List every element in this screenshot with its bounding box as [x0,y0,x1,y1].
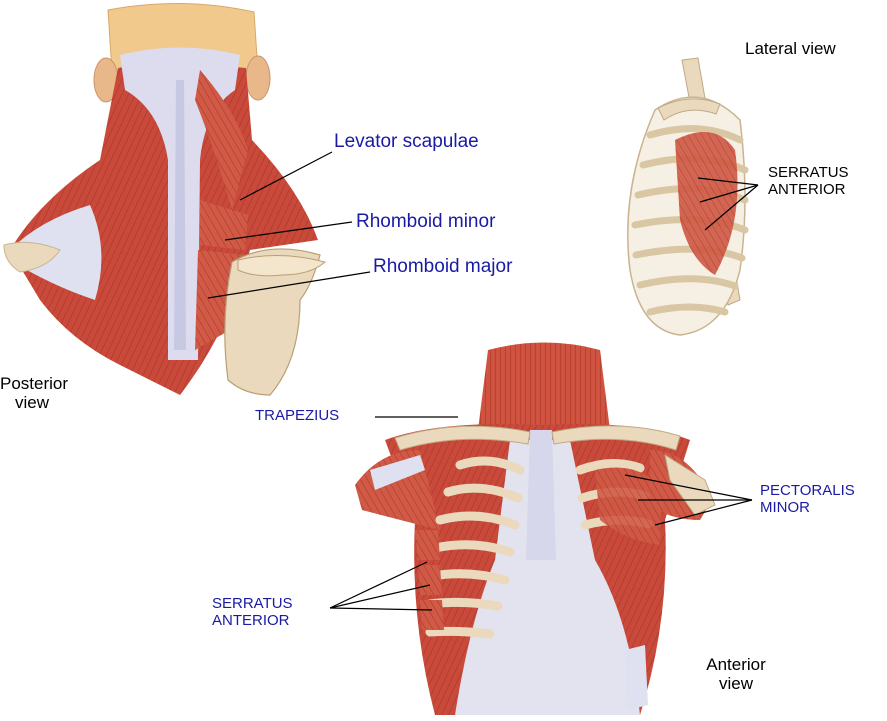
posterior-view-label: Posterior view [0,374,69,412]
leader-serratus-anterior-2 [329,584,431,609]
serratus-anterior-anterior-label: SERRATUS ANTERIOR [212,595,293,629]
posterior-rhomboid-minor [200,200,248,250]
serratus-anterior-lateral-label: SERRATUS ANTERIOR [768,164,849,198]
leader-serratus-lateral-1 [697,177,759,186]
anterior-pectoralis-minor [595,467,662,545]
posterior-levator-scapulae [195,70,248,210]
posterior-scapular-spine [237,255,327,277]
levator-scapulae-label: Levator scapulae [334,131,479,152]
leader-levator-scapulae [239,151,333,201]
lateral-view-figure [627,57,749,336]
anterior-view-figure [355,342,716,715]
leader-serratus-anterior-3 [329,607,433,611]
leader-serratus-anterior-1 [329,561,428,609]
rhomboid-minor-label: Rhomboid minor [356,211,496,232]
leader-pectoralis-minor-1 [624,474,753,501]
leader-pectoralis-minor-3 [654,499,753,526]
lateral-serratus-anterior [675,132,738,275]
trapezius-label: TRAPEZIUS [255,407,340,424]
leader-serratus-lateral-3 [704,184,759,231]
anterior-view-label: Anterior view [706,655,766,693]
posterior-ear-right [245,55,271,101]
anterior-ribs-left [425,456,525,639]
anterior-serratus-anterior [415,530,444,630]
anterior-lower-fascia-right [625,645,648,710]
posterior-spine [174,80,186,350]
posterior-acromion-left [3,241,61,273]
lateral-view-label: Lateral view [745,39,836,58]
anterior-clavicle-left [394,425,531,451]
leader-rhomboid-major [207,271,371,299]
anterior-abdominal-fascia [455,440,640,715]
posterior-scapula [224,248,321,396]
anterior-clavicle-right [551,425,681,451]
pectoralis-minor-label: PECTORALIS MINOR [760,482,855,516]
leader-rhomboid-minor [224,221,353,241]
leader-lines [207,151,759,611]
anterior-neck [478,342,610,430]
rhomboid-major-label: Rhomboid major [373,256,513,277]
lateral-clavicle [657,98,721,121]
anterior-humerus-left [370,455,425,490]
anterior-sternum [526,430,556,560]
posterior-view-figure [3,2,327,396]
leader-serratus-lateral-2 [699,184,759,203]
